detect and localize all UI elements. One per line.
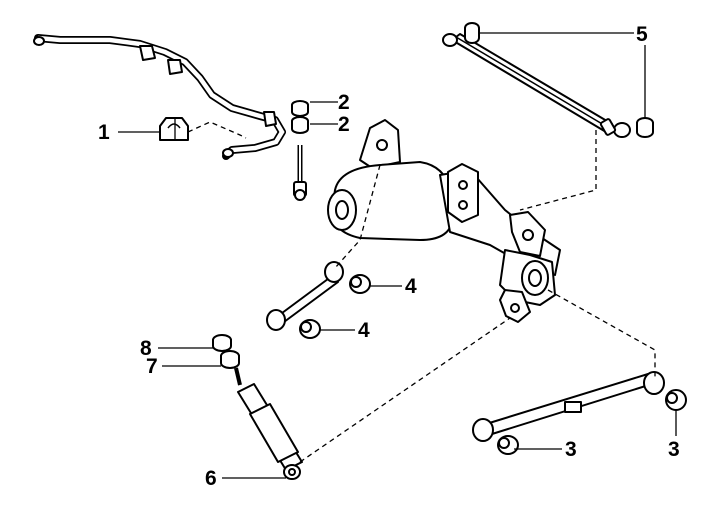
upper-control-arm xyxy=(442,33,631,138)
lateral-link xyxy=(266,261,344,331)
shock-cushion-upper xyxy=(212,334,232,352)
link-bushing-upper xyxy=(291,100,309,117)
callout-2-upper: 2 xyxy=(338,91,350,114)
callout-8: 8 xyxy=(140,337,152,360)
lower-arm-bushing-left xyxy=(497,435,519,455)
lateral-link-bushing-lower xyxy=(299,319,321,339)
rear-axle-housing xyxy=(327,119,561,323)
callout-3-right: 3 xyxy=(668,438,680,461)
lower-arm-bushing-right xyxy=(665,389,687,411)
callout-7: 7 xyxy=(146,355,158,378)
stabilizer-bushing xyxy=(159,117,189,141)
shock-cushion-lower xyxy=(220,350,240,369)
stabilizer-link xyxy=(293,145,307,201)
lower-control-arm xyxy=(472,371,665,442)
callout-3-left: 3 xyxy=(565,438,577,461)
callout-leaders xyxy=(118,32,677,479)
shock-absorber xyxy=(234,367,303,480)
callout-1: 1 xyxy=(98,121,110,144)
upper-arm-bushing-top xyxy=(464,22,480,44)
upper-arm-bushing-bottom xyxy=(636,117,654,138)
callout-2-lower: 2 xyxy=(338,113,350,136)
callout-6: 6 xyxy=(205,467,217,490)
lateral-link-bushing-upper xyxy=(349,274,371,294)
callout-5: 5 xyxy=(636,23,648,46)
callout-4-upper: 4 xyxy=(405,275,417,298)
callout-4-lower: 4 xyxy=(358,319,370,342)
link-bushing-lower xyxy=(291,116,309,134)
stabilizer-bar xyxy=(33,34,286,160)
connector-lines xyxy=(187,121,656,463)
